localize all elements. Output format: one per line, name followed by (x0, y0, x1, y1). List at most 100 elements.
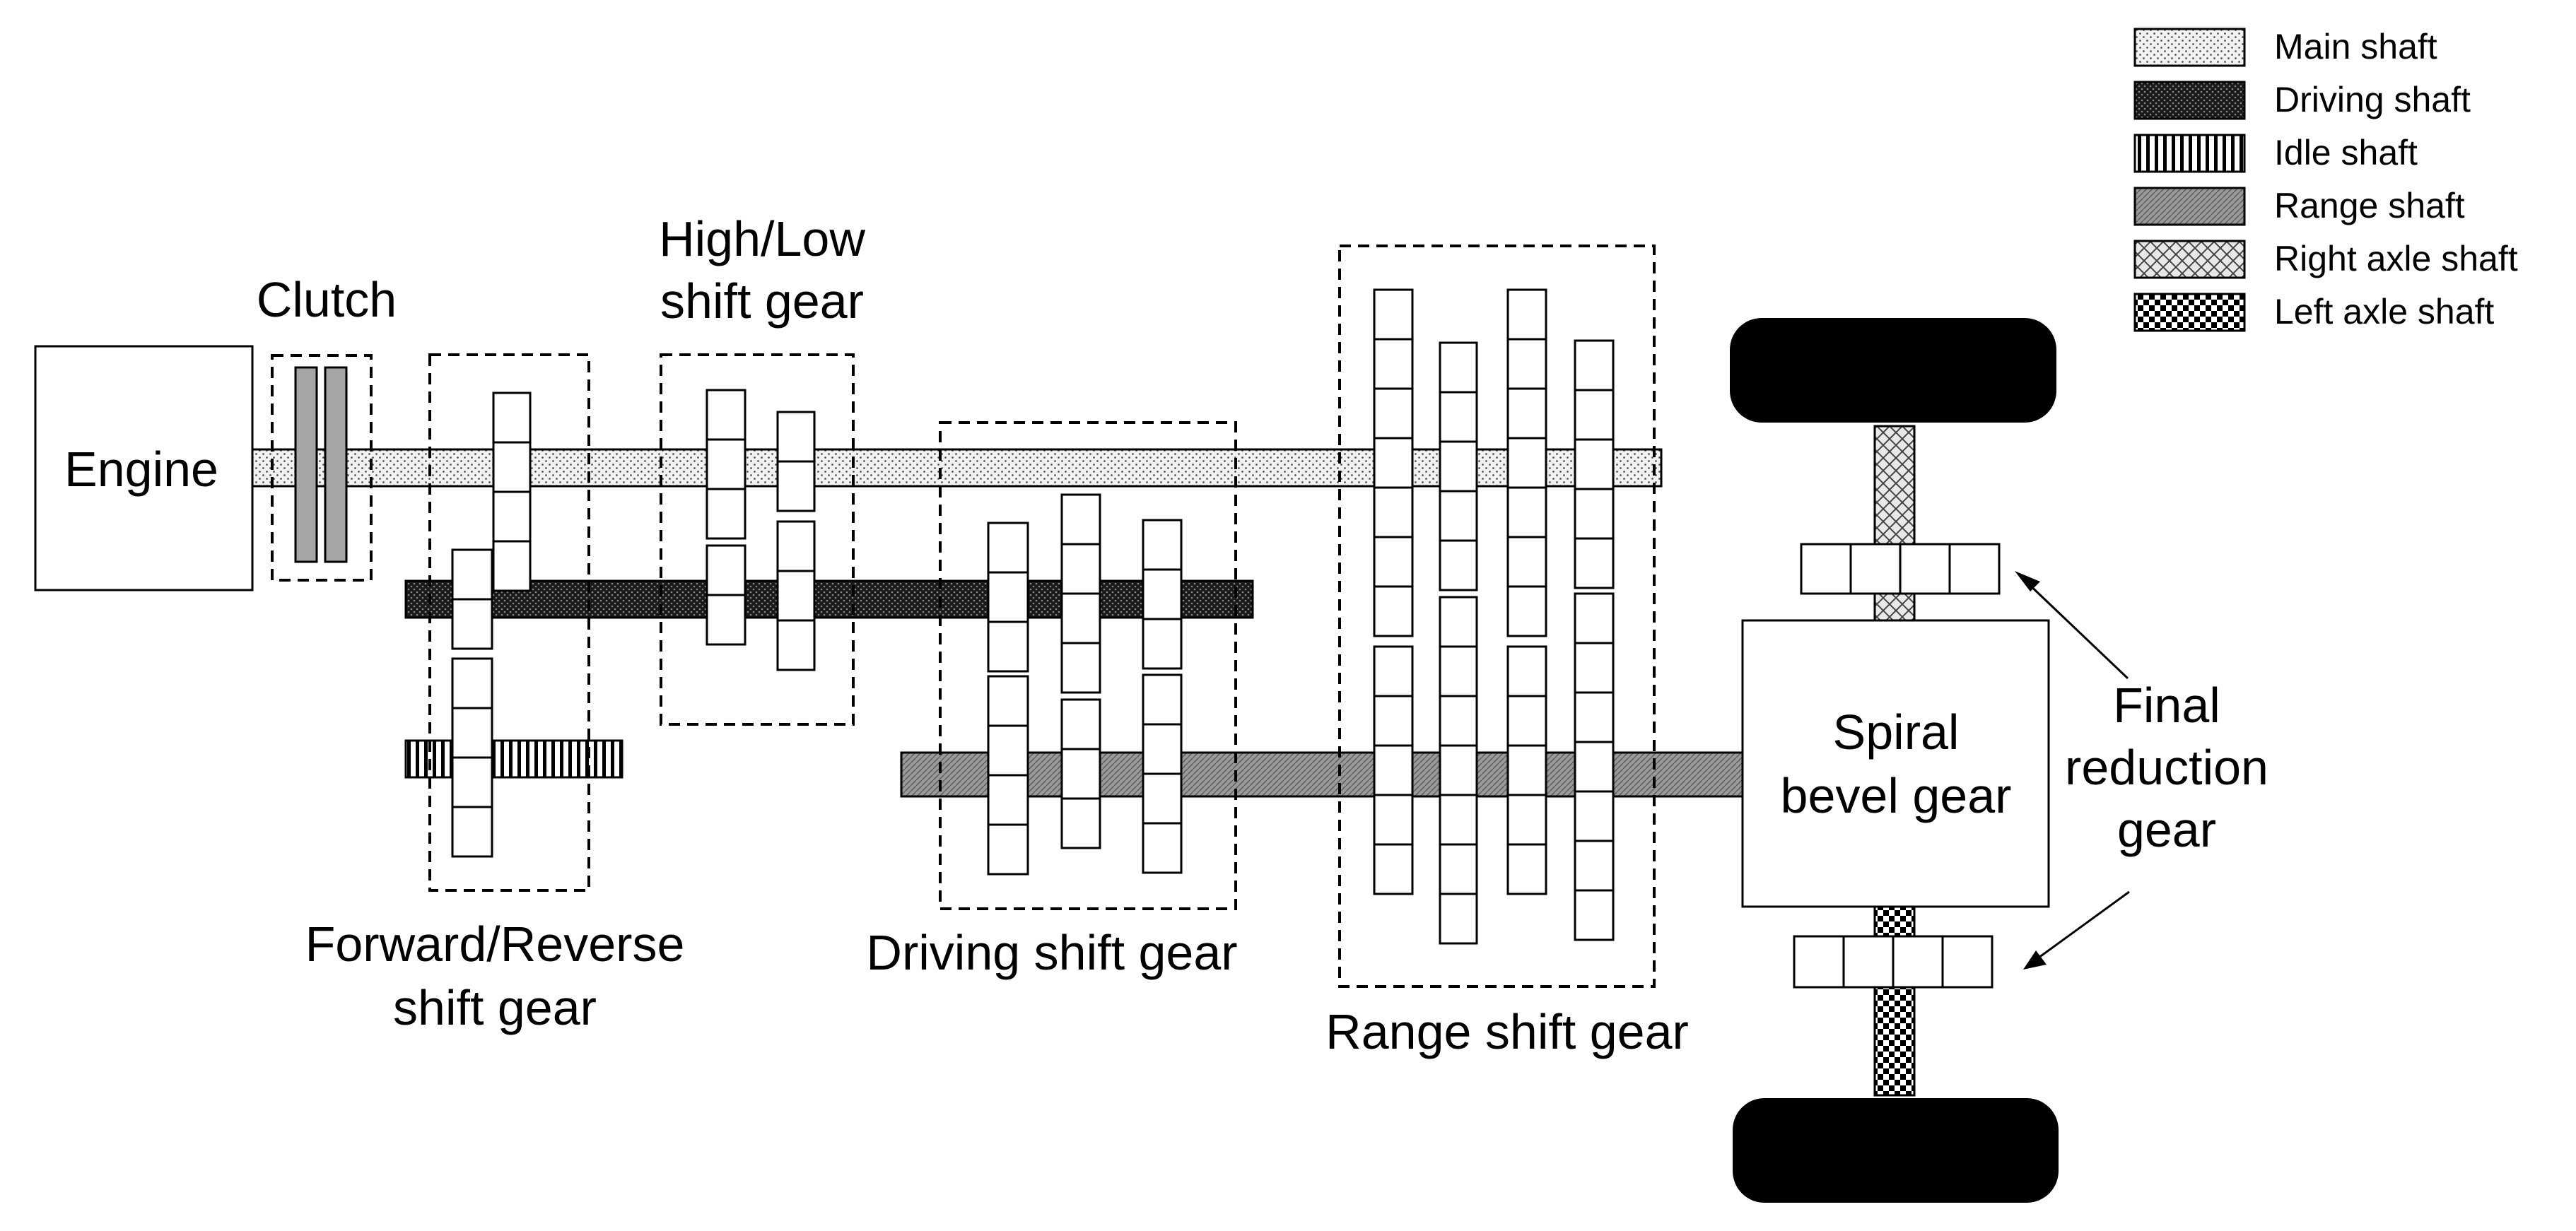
left-axle-shaft (1873, 905, 1916, 1097)
gear-tooth-segment (776, 570, 816, 622)
engine-box (34, 345, 254, 591)
gear-tooth-segment (1439, 596, 1478, 648)
gear-tooth-segment (451, 657, 493, 709)
gear-tooth-segment (1373, 645, 1414, 697)
gear-stack (1373, 645, 1414, 895)
legend-label: Main shaft (2274, 27, 2437, 66)
gear-tooth-segment (1373, 387, 1414, 440)
gear-tooth-segment (1439, 490, 1478, 542)
gear-tooth-segment (1574, 840, 1615, 892)
range-shift-group-outline (1338, 245, 1656, 988)
gear-tooth-segment (1142, 822, 1183, 874)
gear-tooth-segment (1060, 748, 1101, 800)
gear-tooth-segment (451, 707, 493, 759)
driving-shaft (404, 579, 1254, 619)
gear-tooth-segment (776, 619, 816, 671)
forward-reverse-label: shift gear (393, 980, 597, 1035)
gear-tooth-segment (1373, 437, 1414, 489)
gear-tooth-segment (1373, 486, 1414, 538)
gear-stacks (451, 288, 1615, 945)
idle-shaft (404, 739, 623, 779)
gear-tooth-segment (706, 438, 747, 490)
gear-stack (706, 544, 747, 646)
gear-tooth-segment (776, 411, 816, 463)
gear-tooth-segment (1439, 341, 1478, 394)
final-reduction-label: gear (2117, 802, 2216, 857)
gear-tooth-segment (1439, 645, 1478, 697)
gear-stack (776, 411, 816, 512)
legend-swatch-main (2133, 28, 2246, 67)
gear-tooth-segment (1439, 794, 1478, 846)
gear-tooth-segment (492, 490, 532, 543)
gear-tooth-segment (706, 594, 747, 646)
gear-tooth-segment (1574, 592, 1615, 644)
arrowhead-icon (2015, 571, 2040, 591)
high-low-label: High/Low (659, 211, 865, 266)
driving-shift-label: Driving shift gear (866, 925, 1237, 980)
gear-tooth-segment (1060, 592, 1101, 644)
gear-tooth-segment (987, 522, 1029, 574)
gear-stack (776, 520, 816, 671)
range-shift-label: Range shift gear (1325, 1004, 1689, 1059)
legend-label: Idle shaft (2274, 133, 2418, 172)
final-reduction-gear-right (1800, 543, 2001, 595)
gear-tooth-segment (1142, 673, 1183, 726)
gear-tooth-segment (706, 389, 747, 441)
legend-label: Driving shaft (2274, 80, 2471, 119)
gear-tooth-segment (1574, 790, 1615, 842)
gear-tooth-segment (1373, 338, 1414, 390)
gear-tooth-segment (1574, 339, 1615, 391)
high-low-group-outline (660, 353, 855, 726)
gear-tooth-segment (451, 806, 493, 858)
gear-tooth-segment (1142, 723, 1183, 775)
gear-tooth-segment (1373, 794, 1414, 846)
gear-tooth-segment (1060, 797, 1101, 849)
forward-reverse-label: Forward/Reverse (305, 917, 685, 972)
gear-tooth-segment (776, 460, 816, 512)
gear-tooth-segment (1574, 889, 1615, 941)
gear-tooth-segment (1373, 585, 1414, 637)
gear-stack (1060, 698, 1101, 849)
gear-stack (1506, 288, 1547, 637)
gear-stack (1574, 592, 1615, 941)
gear-tooth-segment (1439, 893, 1478, 945)
gear-stack (1142, 519, 1183, 670)
gear-tooth-segment (1142, 772, 1183, 825)
gear-tooth-segment (706, 544, 747, 596)
gear-tooth-segment (1506, 645, 1547, 697)
gear-tooth-segment (1439, 539, 1478, 591)
gear-tooth-segment (1373, 744, 1414, 796)
gear-tooth-segment (1142, 519, 1183, 571)
gear-tooth-segment (1060, 642, 1101, 694)
gear-tooth-segment (1574, 642, 1615, 694)
gear-stack (1373, 288, 1414, 637)
gear-tooth-segment (706, 488, 747, 540)
gear-stack (1574, 339, 1615, 589)
gear-stack (1439, 596, 1478, 945)
gear-tooth-segment (1506, 794, 1547, 846)
gear-stack (706, 389, 747, 540)
gear-tooth-segment (1574, 537, 1615, 589)
gear-tooth-segment (1574, 691, 1615, 743)
gear-tooth-segment (1373, 288, 1414, 341)
gear-stack (451, 548, 493, 650)
gear-tooth-segment (1439, 695, 1478, 747)
gear-tooth-segment (1506, 486, 1547, 538)
high-low-label: shift gear (660, 273, 864, 329)
gear-tooth-segment (1574, 438, 1615, 490)
gear-tooth-segment (1439, 744, 1478, 796)
gear-stack (451, 657, 493, 858)
gear-tooth-segment (1506, 585, 1547, 637)
gear-tooth-segment (1060, 543, 1101, 595)
gear-tooth-segment (1060, 698, 1101, 750)
legend-swatch-left-axle (2133, 293, 2246, 332)
gear-tooth-segment (1373, 536, 1414, 588)
gear-tooth-segment (1506, 695, 1547, 747)
gear-tooth-segment (1373, 843, 1414, 895)
legend-swatch-range (2133, 187, 2246, 226)
gear-tooth-segment (492, 391, 532, 444)
clutch-plate (294, 366, 318, 563)
arrow-to-left-final-gear (2035, 890, 2130, 961)
gear-stack (987, 522, 1029, 673)
